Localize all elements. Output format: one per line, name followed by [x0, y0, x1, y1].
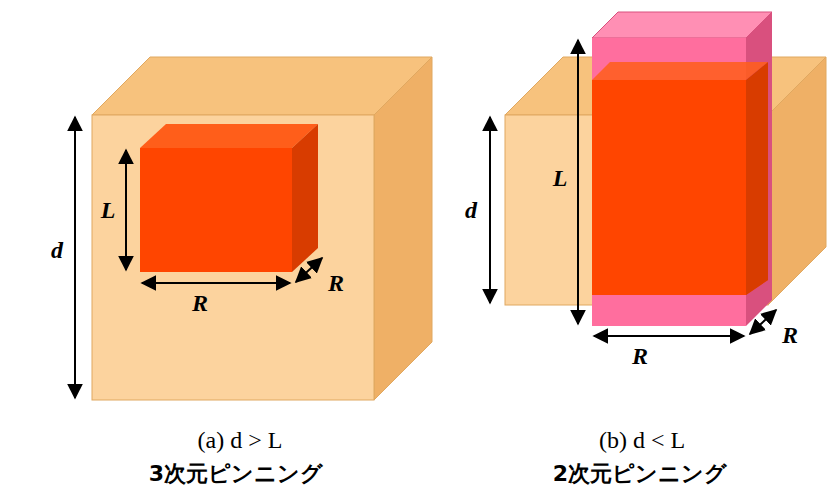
dimension-label: R [632, 344, 648, 368]
case-title: 2次元ピンニング [553, 463, 727, 485]
dimension-label: R [782, 323, 798, 347]
outer-block-3d [505, 57, 826, 305]
dimension-label: L [101, 198, 116, 222]
box-side-face [768, 57, 826, 305]
dimension-arrow [74, 117, 76, 398]
column-inside-part [592, 62, 768, 80]
dimension-arrow [594, 335, 744, 337]
dimension-label: R [192, 291, 208, 315]
dimension-label: R [328, 271, 344, 295]
case-caption: (b) d < L [599, 428, 685, 452]
case-caption: (a) d > L [198, 428, 283, 452]
column-inside-part [592, 100, 768, 295]
dimension-arrow [577, 40, 579, 324]
dimension-label: L [553, 166, 568, 190]
dimension-arrow [296, 258, 322, 282]
volume-front-face [140, 148, 292, 272]
dimension-arrow [750, 310, 776, 334]
column-side-face [746, 12, 772, 326]
dimension-arrow [125, 150, 127, 270]
pinning-volume [140, 124, 318, 272]
volume-side-face [292, 124, 318, 272]
box-side-face [374, 57, 432, 400]
box-top-face [92, 57, 432, 115]
column-top-face [592, 12, 772, 38]
pinning-column [592, 12, 772, 326]
outer-block-3d [92, 57, 432, 400]
dimension-label: d [465, 198, 477, 222]
column-inside-part [746, 62, 768, 295]
box-front-face [92, 115, 374, 400]
column-inside-part [592, 80, 746, 100]
dimension-label: d [51, 238, 63, 262]
volume-top-face [140, 124, 318, 148]
case-title: 3次元ピンニング [149, 463, 323, 485]
dimension-arrow [142, 282, 290, 284]
dimension-arrow [489, 117, 491, 303]
